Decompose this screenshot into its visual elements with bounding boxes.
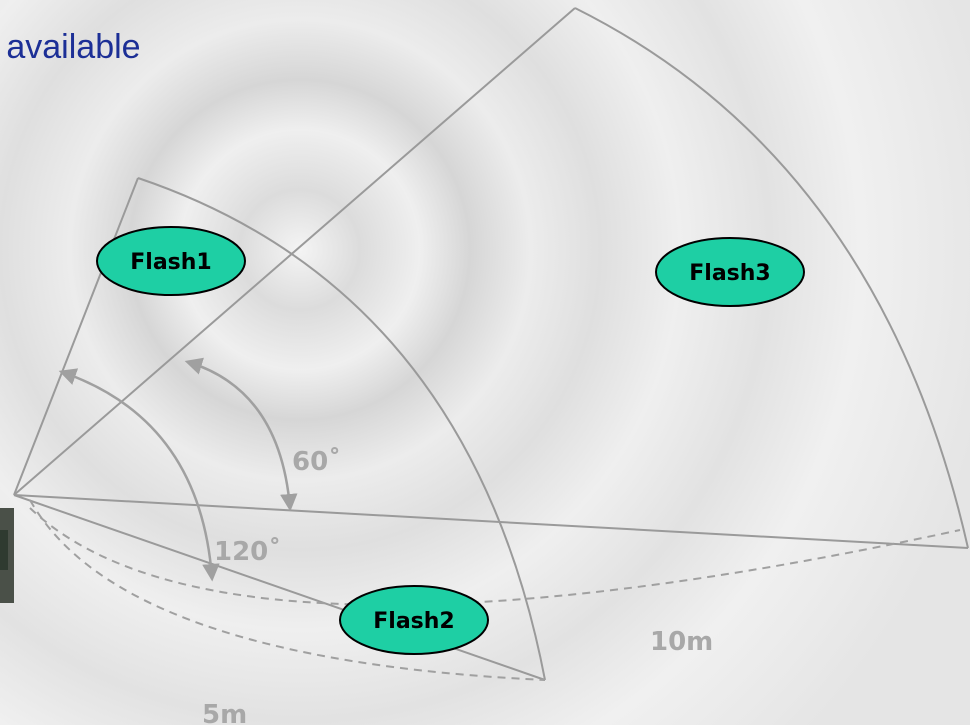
distance-arcs	[29, 499, 961, 681]
distance-arc-5m	[29, 499, 546, 681]
flash-label-2: Flash2	[373, 609, 454, 634]
fan-5m-upper-edge	[13, 177, 139, 496]
fan-5m-arc	[137, 177, 546, 681]
camera-thumbnail	[0, 508, 14, 603]
angle-label-60: 60˚	[292, 446, 341, 477]
flash-node-3: Flash3	[655, 237, 805, 307]
distance-label-10m: 10m	[650, 627, 713, 657]
angle-label-120: 120˚	[214, 536, 281, 567]
fan-5m-lower-edge	[13, 494, 546, 681]
angle-arrow-120	[58, 368, 220, 582]
distance-arc-10m	[29, 507, 961, 606]
flash-label-1: Flash1	[130, 250, 211, 275]
flash-node-1: Flash1	[96, 226, 246, 296]
flash-label-3: Flash3	[689, 261, 770, 286]
angle-arrow-60	[184, 357, 298, 512]
distance-label-5m: 5m	[202, 700, 247, 725]
fan-10m-arc	[574, 7, 969, 549]
slide-title: e available	[0, 28, 141, 66]
angle-arrows	[58, 357, 298, 582]
fan-10m-upper-edge	[13, 7, 576, 496]
flash-node-2: Flash2	[339, 585, 489, 655]
